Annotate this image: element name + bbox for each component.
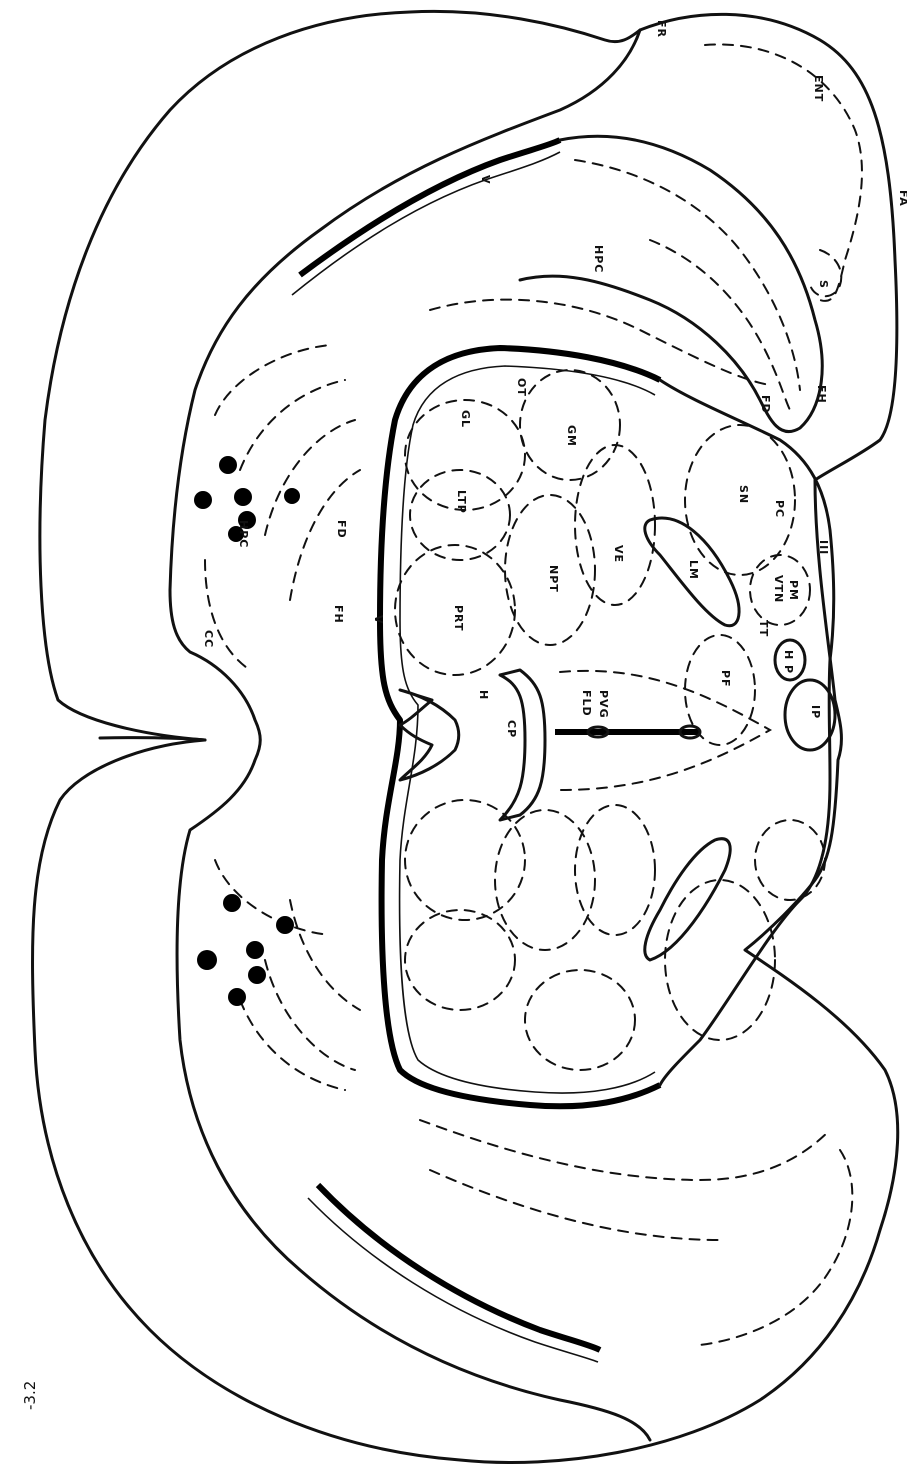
lesion-site [248, 966, 266, 984]
label-hpc-left: HPC [237, 520, 250, 548]
label-ve: VE [612, 545, 625, 563]
label-prt: PRT [452, 605, 465, 632]
label-fd-right: FD [759, 395, 772, 414]
mirror-nucleus-2 [495, 810, 595, 950]
lateral-ventricle-upper [300, 140, 560, 275]
hpc-dash-2 [575, 160, 800, 390]
label-s: S [817, 280, 830, 289]
hpc-dash-1 [705, 44, 862, 300]
label-pm: PM [787, 580, 800, 601]
label-ot: OT [515, 378, 528, 397]
mirror-lm-band [645, 839, 730, 960]
section-level-label: -3.2 [21, 1381, 39, 1410]
lateral-ventricle-lower [318, 1185, 600, 1350]
lesion-site [194, 491, 212, 509]
midline-notch [100, 738, 205, 740]
label-fh-right: FH [815, 385, 828, 404]
lesion-site [234, 488, 252, 506]
third-ventricle [400, 690, 459, 780]
label-cp: CP [505, 720, 518, 738]
left-dash-5 [205, 560, 250, 670]
label-tt: TT [757, 620, 770, 637]
left-dash-7 [240, 1000, 345, 1090]
mirror-nucleus-5 [525, 970, 635, 1070]
label-fr: FR [655, 20, 668, 38]
label-pf: PF [719, 670, 732, 688]
ltp-nucleus [410, 470, 510, 560]
label-ip: IP [809, 705, 822, 719]
lesion-site [246, 941, 264, 959]
lesion-site [197, 950, 217, 970]
label-iii: III [817, 540, 830, 555]
thalamus-outline [380, 348, 660, 1106]
mirror-nucleus-3 [575, 805, 655, 935]
label-v-mid: V [372, 615, 385, 625]
left-dash-2 [240, 380, 345, 470]
left-dash-3 [265, 420, 355, 535]
label-gl: GL [459, 410, 472, 428]
hpc-dash-3 [650, 240, 790, 410]
left-dash-1 [215, 345, 330, 415]
label-npt: NPT [547, 565, 560, 593]
label-layer: FR ENT FA HPC S FD FH V OT GL GM LTP SN … [202, 20, 907, 738]
lesion-site [219, 456, 237, 474]
ve-nucleus [575, 445, 655, 605]
cp-arc [500, 670, 545, 820]
label-hp: H P [782, 650, 795, 674]
label-v-top: V [479, 175, 492, 185]
left-dash-8 [265, 960, 355, 1070]
left-dash-10 [420, 1120, 830, 1180]
label-pc: PC [773, 500, 786, 518]
lesion-site [223, 894, 241, 912]
label-fd-left: FD [335, 520, 348, 539]
mirror-nucleus-7 [755, 820, 825, 900]
label-lm: LM [687, 560, 700, 580]
lesion-site [276, 916, 294, 934]
label-ltp: LTP [455, 490, 468, 514]
label-gm: GM [565, 425, 578, 447]
label-fld: FLD [580, 690, 593, 717]
hpc-dash-4 [430, 300, 770, 385]
ventricle-rim-upper [292, 152, 560, 295]
label-cc: CC [202, 630, 215, 648]
left-dash-9 [290, 900, 360, 1010]
lesion-site [284, 488, 300, 504]
lesion-site [228, 988, 246, 1006]
label-sn: SN [737, 485, 750, 504]
label-h: H [477, 690, 490, 700]
label-fa: FA [897, 190, 907, 207]
label-ent: ENT [812, 75, 825, 102]
left-dash-4 [290, 470, 360, 600]
left-dash-11 [430, 1170, 720, 1240]
mirror-nucleus-4 [405, 910, 515, 1010]
label-vtn: VTN [772, 575, 785, 603]
label-hpc: HPC [592, 245, 605, 273]
label-fh-left: FH [332, 605, 345, 624]
label-pvg: PVG [597, 690, 610, 719]
